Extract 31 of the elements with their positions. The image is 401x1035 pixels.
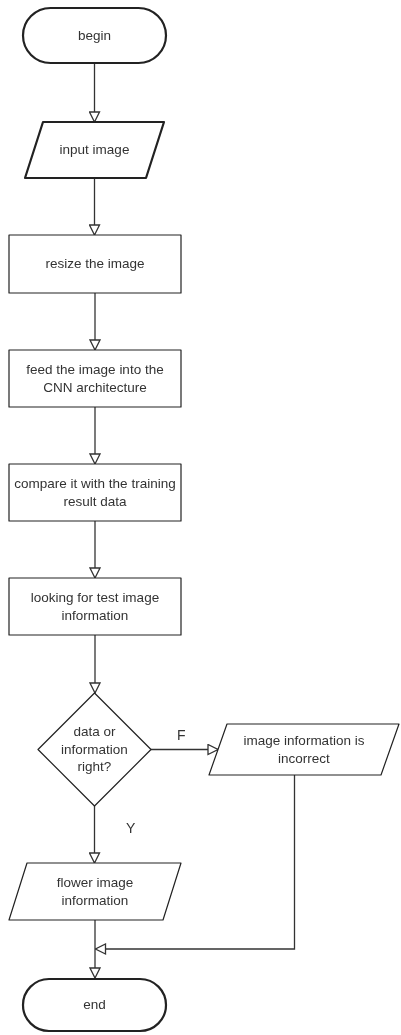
shape-text: looking for test image information (29, 588, 161, 625)
shape-text: data or information right? (60, 723, 129, 776)
edge-label: F (176, 727, 187, 743)
process-box (9, 578, 181, 635)
shape-text: begin (77, 26, 111, 45)
shape-text: end (83, 996, 106, 1014)
shape-text: input image (59, 141, 130, 159)
input-output-parallelogram (25, 122, 164, 178)
arrow (89, 406, 101, 465)
shape-text: flower image information (55, 873, 135, 910)
input-output-parallelogram (9, 863, 181, 920)
edge-label: Y (125, 820, 137, 836)
arrow (89, 919, 101, 979)
arrow (89, 634, 101, 694)
arrow (89, 292, 101, 351)
process-box (9, 350, 181, 407)
shape-text: image information is incorrect (242, 731, 366, 768)
terminal-shape (22, 978, 167, 1032)
shape-text: compare it with the training result data (13, 474, 177, 511)
arrow (150, 743, 219, 756)
process-box (9, 235, 181, 293)
terminal-shape (22, 7, 167, 64)
process-box (9, 464, 181, 521)
arrow (94, 774, 296, 955)
shape-text: resize the image (45, 255, 145, 273)
shape-text: feed the image into the CNN architecture (25, 360, 165, 397)
input-output-parallelogram (209, 724, 399, 775)
decision-diamond (38, 693, 151, 806)
arrow (88, 63, 101, 123)
arrow (89, 520, 101, 579)
arrow (88, 805, 101, 864)
